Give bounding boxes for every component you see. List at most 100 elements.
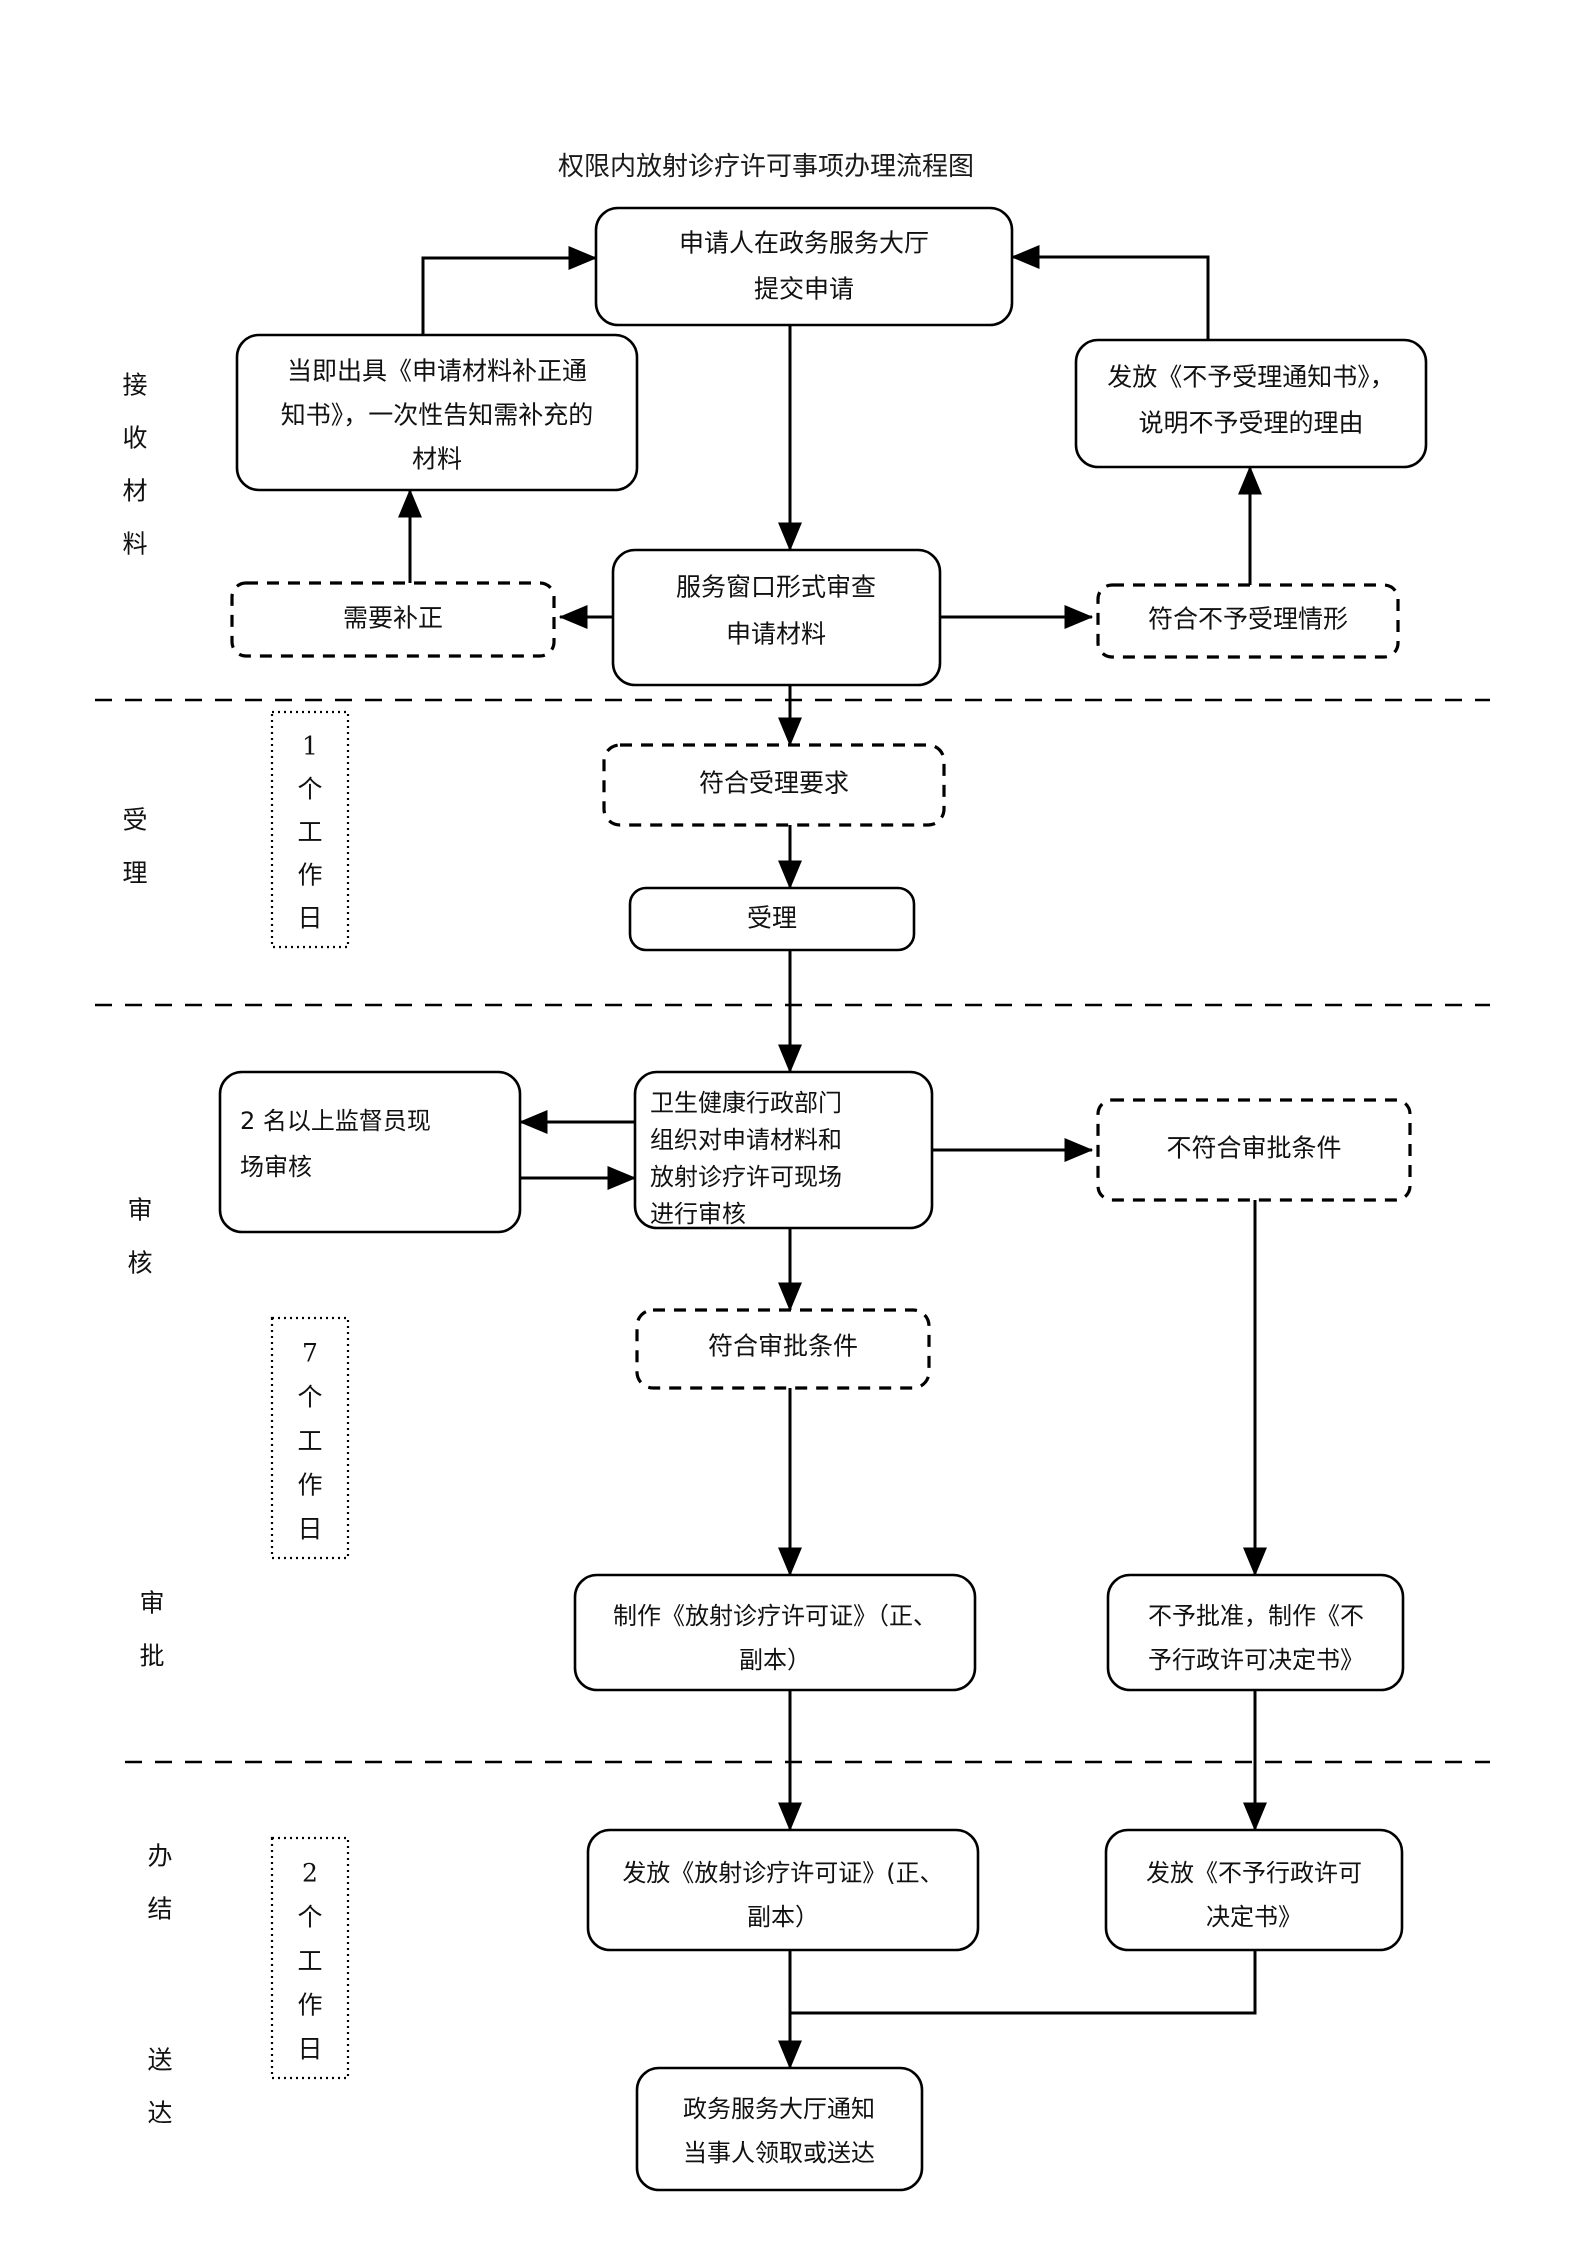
node-accept-line-0: 受理: [747, 904, 797, 933]
stage-label-review: 审 核: [127, 1196, 152, 1278]
stage-complete-char-1: 结: [147, 1895, 172, 1924]
node-meets-reject-line-0: 符合不予受理情形: [1148, 605, 1348, 634]
duration-accept-char-0: 1: [302, 732, 318, 761]
stage-label-deliver: 送 达: [147, 2046, 172, 2128]
connector-issue-refusal-merge: [790, 1950, 1257, 2015]
node-dept-review-line-0: 卫生健康行政部门: [650, 1089, 842, 1117]
duration-box-review: 7 个 工 作 日: [270, 1316, 350, 1560]
duration-complete-char-2: 工: [297, 1947, 322, 1976]
node-issue-refusal-line-1: 决定书》: [1206, 1903, 1302, 1931]
node-not-meet-approval-line-0: 不符合审批条件: [1166, 1134, 1341, 1163]
node-supplement-notice-line-1: 知书》，一次性告知需补充的: [281, 401, 594, 430]
node-supplement-notice[interactable]: 当即出具《申请材料补正通 知书》，一次性告知需补充的 材料: [235, 333, 639, 492]
duration-review-char-3: 作: [297, 1471, 322, 1500]
stage-receive-char-0: 接: [122, 371, 147, 400]
stage-review-char-1: 核: [127, 1249, 152, 1278]
node-dept-review-line-1: 组织对申请材料和: [650, 1126, 842, 1154]
node-reject-notice-frame: [1074, 338, 1428, 469]
node-make-refusal-line-0: 不予批准，制作《不: [1148, 1602, 1364, 1630]
page-title: 权限内放射诊疗许可事项办理流程图: [558, 152, 974, 182]
node-make-refusal-frame: [1106, 1573, 1405, 1692]
node-submit[interactable]: 申请人在政务服务大厅 提交申请: [594, 206, 1014, 327]
node-issue-license[interactable]: 发放《放射诊疗许可证》(正、 副本）: [586, 1828, 980, 1952]
node-need-fix-line-0: 需要补正: [343, 604, 443, 633]
node-issue-license-line-0: 发放《放射诊疗许可证》(正、: [622, 1859, 943, 1887]
duration-accept-frame: [270, 710, 350, 949]
node-meets-approval-line-0: 符合审批条件: [708, 1332, 858, 1361]
node-meets-reject-frame: [1096, 583, 1400, 659]
node-meets-accept-line-0: 符合受理要求: [699, 769, 849, 798]
node-meets-approval[interactable]: 符合审批条件: [635, 1308, 931, 1390]
node-notify-pickup-line-1: 当事人领取或送达: [683, 2139, 875, 2167]
duration-review-char-4: 日: [297, 1515, 322, 1544]
duration-complete-frame: [270, 1836, 350, 2080]
node-dept-review-line-3: 进行审核: [650, 1200, 746, 1228]
node-notify-pickup-frame: [635, 2066, 924, 2192]
node-need-fix-frame: [230, 581, 556, 658]
stage-label-complete: 办 结: [147, 1842, 172, 1924]
node-issue-refusal-frame: [1104, 1828, 1404, 1952]
node-issue-refusal-line-0: 发放《不予行政许可: [1146, 1859, 1362, 1887]
node-meets-reject[interactable]: 符合不予受理情形: [1096, 583, 1400, 659]
stage-approve-char-0: 审: [139, 1589, 164, 1618]
stage-label-receive: 接 收 材 料: [122, 371, 147, 559]
node-supplement-notice-line-2: 材料: [412, 445, 462, 474]
node-submit-line-0: 申请人在政务服务大厅: [679, 229, 929, 258]
stage-label-approve: 审 批: [139, 1589, 164, 1671]
connector-supplement-to-submit: [421, 246, 598, 335]
node-make-license[interactable]: 制作《放射诊疗许可证》（正、 副本）: [573, 1573, 977, 1692]
node-notify-pickup-line-0: 政务服务大厅通知: [683, 2095, 875, 2123]
node-reject-notice-line-0: 发放《不予受理通知书》，: [1107, 363, 1395, 392]
duration-accept-char-3: 作: [297, 861, 322, 890]
node-not-meet-approval-frame: [1096, 1098, 1412, 1202]
node-onsite-review-line-1: 场审核: [240, 1153, 312, 1181]
duration-review-frame: [270, 1316, 350, 1560]
duration-complete-char-4: 日: [297, 2035, 322, 2064]
node-accept[interactable]: 受理: [628, 886, 916, 952]
duration-review-char-1: 个: [297, 1383, 322, 1412]
node-window-check-line-1: 申请材料: [726, 620, 826, 649]
stage-deliver-char-1: 达: [147, 2099, 172, 2128]
duration-accept-char-2: 工: [297, 818, 322, 847]
duration-review-char-2: 工: [297, 1427, 322, 1456]
node-make-license-line-1: 副本）: [739, 1646, 811, 1674]
stage-complete-char-0: 办: [147, 1842, 172, 1871]
stage-approve-char-1: 批: [139, 1642, 164, 1671]
node-meets-accept[interactable]: 符合受理要求: [602, 743, 946, 827]
stage-label-accept: 受 理: [122, 806, 147, 888]
node-meets-approval-frame: [635, 1308, 931, 1390]
stage-receive-char-2: 材: [122, 477, 147, 506]
node-meets-accept-frame: [602, 743, 946, 827]
node-make-refusal[interactable]: 不予批准，制作《不 予行政许可决定书》: [1106, 1573, 1405, 1692]
node-reject-notice-line-1: 说明不予受理的理由: [1138, 409, 1363, 438]
node-accept-frame: [628, 886, 916, 952]
node-notify-pickup[interactable]: 政务服务大厅通知 当事人领取或送达: [635, 2066, 924, 2192]
duration-accept-char-4: 日: [297, 904, 322, 933]
node-dept-review-line-2: 放射诊疗许可现场: [650, 1163, 842, 1191]
node-dept-review[interactable]: 卫生健康行政部门 组织对申请材料和 放射诊疗许可现场 进行审核: [633, 1070, 934, 1230]
node-make-license-frame: [573, 1573, 977, 1692]
connector-reject-to-submit: [1010, 244, 1210, 340]
stage-accept-char-0: 受: [122, 806, 147, 835]
node-issue-license-line-1: 副本）: [747, 1903, 819, 1931]
node-onsite-review-frame: [218, 1070, 522, 1234]
node-need-fix[interactable]: 需要补正: [230, 581, 556, 658]
node-make-license-line-0: 制作《放射诊疗许可证》（正、: [613, 1602, 937, 1630]
node-window-check-line-0: 服务窗口形式审查: [676, 573, 876, 602]
node-submit-line-1: 提交申请: [754, 275, 854, 304]
stage-review-char-0: 审: [127, 1196, 152, 1225]
node-onsite-review-line-0: 2 名以上监督员现: [240, 1107, 431, 1135]
duration-complete-char-1: 个: [297, 1903, 322, 1932]
duration-complete-char-3: 作: [297, 1991, 322, 2020]
node-window-check[interactable]: 服务窗口形式审查 申请材料: [611, 548, 942, 687]
node-not-meet-approval[interactable]: 不符合审批条件: [1096, 1098, 1412, 1202]
node-reject-notice[interactable]: 发放《不予受理通知书》， 说明不予受理的理由: [1074, 338, 1428, 469]
node-issue-refusal[interactable]: 发放《不予行政许可 决定书》: [1104, 1828, 1404, 1952]
duration-review-char-0: 7: [302, 1339, 318, 1368]
duration-accept-char-1: 个: [297, 775, 322, 804]
node-onsite-review[interactable]: 2 名以上监督员现 场审核: [218, 1070, 522, 1234]
stage-deliver-char-0: 送: [147, 2046, 172, 2075]
node-supplement-notice-frame: [235, 333, 639, 492]
stage-receive-char-3: 料: [122, 530, 147, 559]
